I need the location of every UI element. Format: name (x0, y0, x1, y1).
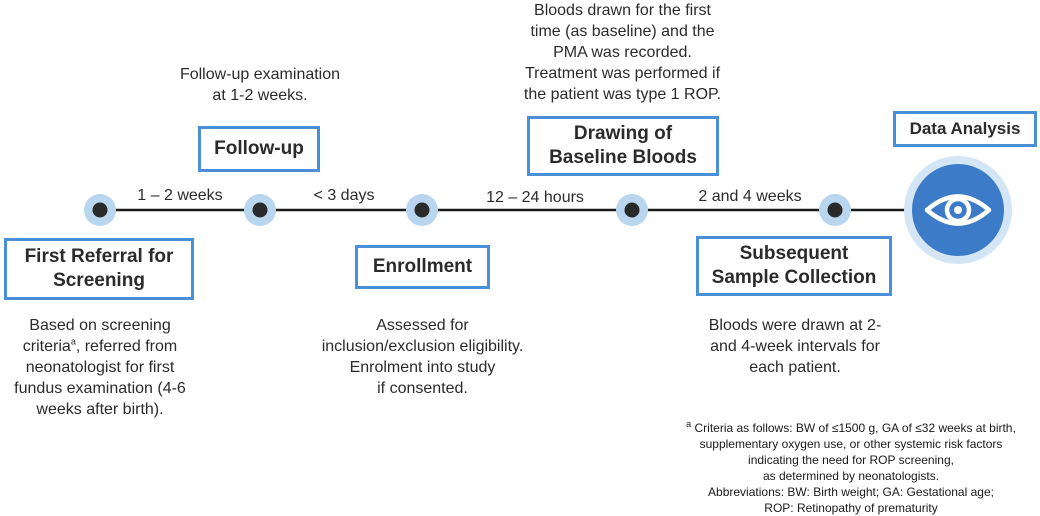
desc-text-pre: Based on screening criteria (22, 317, 171, 355)
stage-subsequent-collection-description: Bloods were drawn at 2- and 4-week inter… (708, 317, 882, 376)
abbreviations-footnote: Abbreviations: BW: Birth weight; GA: Ges… (708, 485, 994, 515)
stage-enrollment-box: Enrollment (355, 245, 490, 289)
timeline-node-1 (84, 194, 116, 226)
timeline-node-5 (819, 194, 851, 226)
stage-first-referral-description: Based on screening criteriaa, referred f… (0, 315, 200, 420)
eye-icon (904, 156, 1012, 264)
stage-enrollment-description: Assessed for inclusion/exclusion eligibi… (321, 317, 524, 397)
criteria-footnote-marker: a (70, 336, 76, 347)
stage-subsequent-collection-box: Subsequent Sample Collection (696, 236, 892, 296)
footnote-criteria: Criteria as follows: BW of ≤1500 g, GA o… (694, 421, 1016, 483)
desc-text-post: , referred from neonatologist for first … (14, 338, 186, 418)
stage-follow-up-description: Follow-up examination at 1-2 weeks. (179, 66, 341, 104)
stage-data-analysis-box: Data Analysis (893, 111, 1037, 147)
interval-label-1: 1 – 2 weeks (137, 187, 223, 204)
stage-baseline-bloods-description: Bloods drawn for the first time (as base… (523, 2, 722, 103)
stage-baseline-bloods-box: Drawing of Baseline Bloods (527, 116, 719, 176)
stage-first-referral-box: First Referral for Screening (4, 238, 194, 300)
footnote-marker: a (686, 419, 692, 429)
interval-label-4: 2 and 4 weeks (698, 188, 802, 205)
stage-follow-up-box: Follow-up (198, 126, 320, 172)
timeline-node-3 (406, 194, 438, 226)
interval-label-2: < 3 days (313, 187, 375, 204)
timeline-node-2 (244, 194, 276, 226)
criteria-footnote: a Criteria as follows: BW of ≤1500 g, GA… (662, 420, 1040, 484)
interval-label-3: 12 – 24 hours (486, 189, 584, 206)
timeline-node-4 (616, 194, 648, 226)
